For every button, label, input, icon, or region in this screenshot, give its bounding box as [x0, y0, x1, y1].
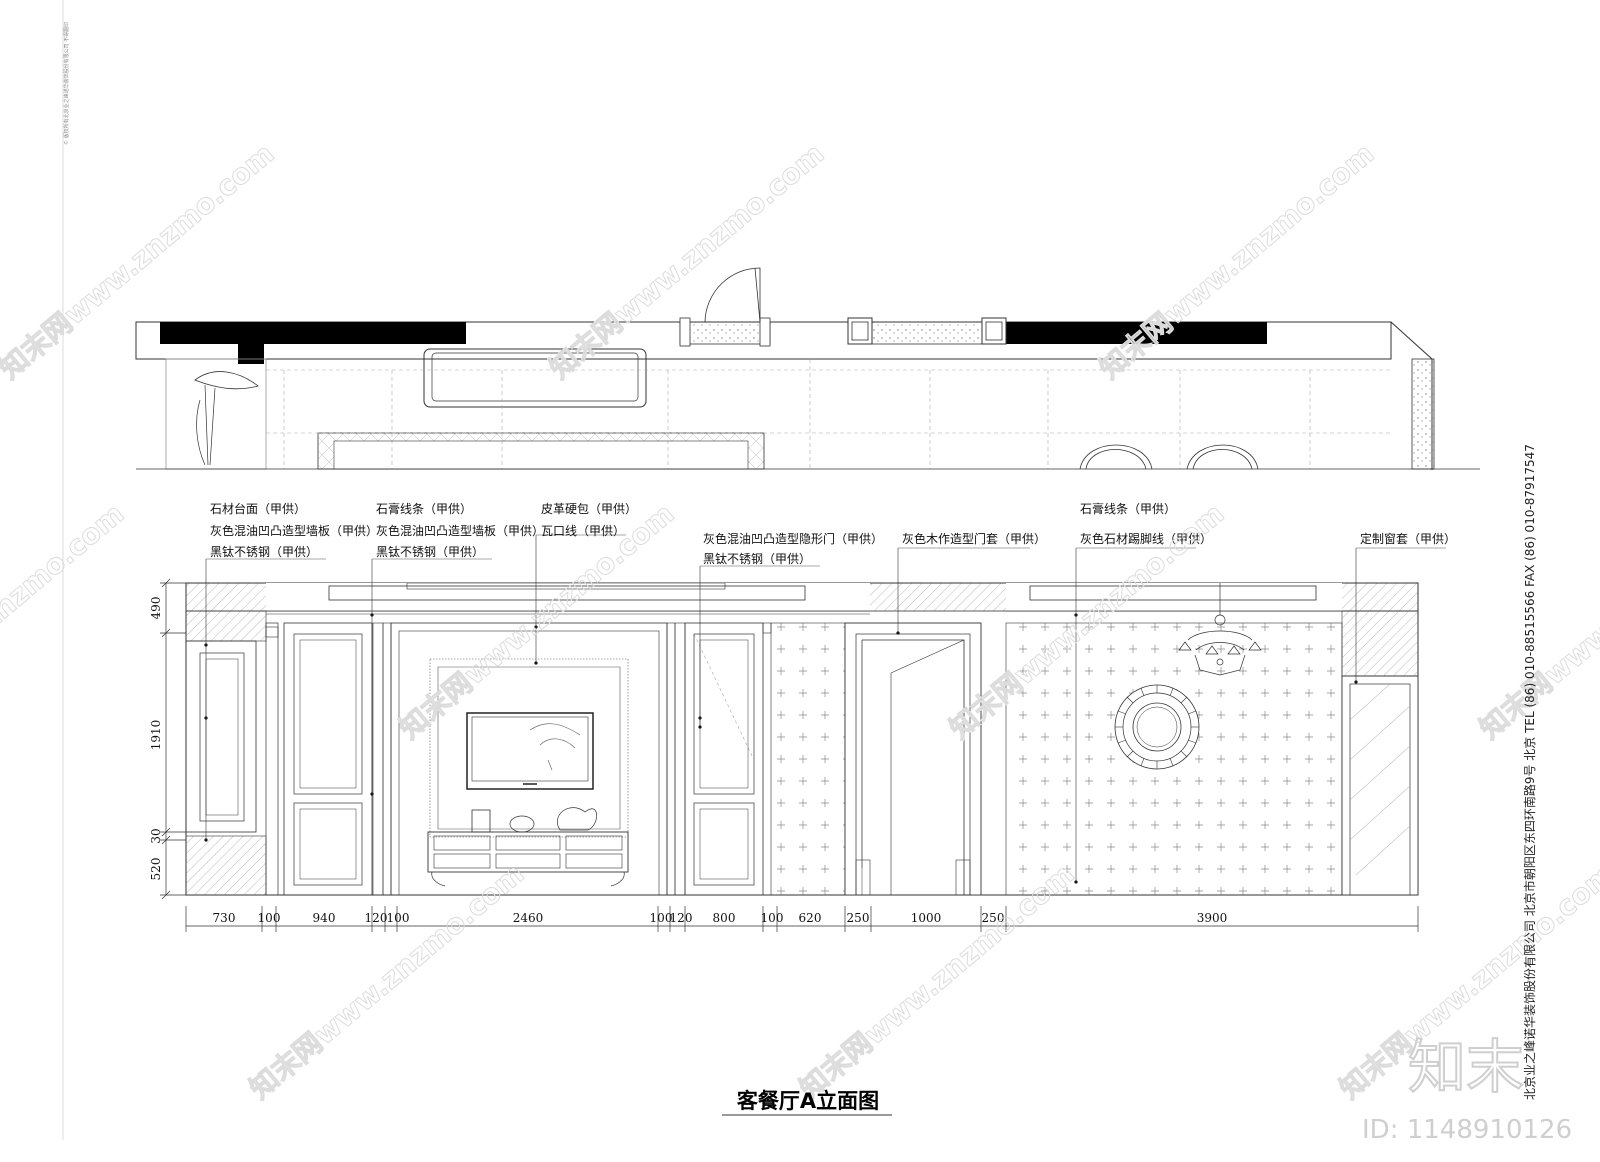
note-6-line-1: 石膏线条（甲供）	[1080, 501, 1176, 516]
tv-cabinet	[427, 831, 629, 873]
note-3-line-2: 瓦口线（甲供）	[541, 524, 625, 538]
hdim-15: 3900	[1197, 911, 1228, 925]
hdim-3: 940	[313, 911, 336, 925]
sunburst-mirror	[1114, 684, 1200, 770]
note-2-line-1: 石膏线条（甲供）	[376, 501, 472, 516]
plan-view	[135, 267, 1480, 470]
elevation-view	[185, 534, 1446, 896]
wall-block-left	[160, 322, 466, 344]
hdim-4: 120	[365, 911, 388, 925]
vdim-4: 520	[149, 858, 163, 881]
note-6-line-2: 灰色石材踢脚线（甲供）	[1080, 531, 1212, 546]
hdim-12: 250	[847, 911, 870, 925]
hdim-5: 100	[387, 911, 410, 925]
vdim-1: 490	[149, 597, 163, 620]
watermark: 知末网www.znzmo.com	[1093, 137, 1380, 385]
watermark: 知末网www.znzmo.com	[243, 857, 530, 1105]
door-casing	[844, 622, 982, 896]
horizontal-dimensions: 730 100 940 120 100 2460 100 120 800 100…	[185, 906, 1419, 932]
note-4-line-2: 黑钛不锈钢（甲供）	[703, 551, 811, 566]
hdim-13: 1000	[911, 911, 942, 925]
note-2-line-3: 黑钛不锈钢（甲供）	[376, 544, 484, 559]
hdim-8: 120	[670, 911, 693, 925]
door-swing	[704, 267, 761, 323]
note-1-line-2: 灰色混油凹凸造型墙板（甲供）	[210, 524, 378, 538]
note-1-line-3: 黑钛不锈钢（甲供）	[210, 544, 318, 559]
wall-panel-2	[283, 622, 373, 896]
note-2-line-2: 灰色混油凹凸造型墙板（甲供）	[376, 524, 544, 538]
brand-logo: 知末	[1408, 1033, 1524, 1101]
watermark: 知末网www.znzmo.com	[543, 137, 830, 385]
television	[466, 712, 594, 790]
hdim-9: 800	[713, 911, 736, 925]
hdim-7: 100	[650, 911, 673, 925]
window-casing	[1341, 675, 1419, 896]
drawing-title: 客餐厅A立面图	[737, 1089, 879, 1113]
hdim-14: 250	[982, 911, 1005, 925]
chandelier	[1178, 583, 1262, 676]
hdim-10: 100	[761, 911, 784, 925]
note-4-line-1: 灰色混油凹凸造型隐形门（甲供）	[703, 531, 883, 546]
watermark: 知末网www.znzmo.com	[0, 497, 130, 745]
hdim-2: 100	[258, 911, 281, 925]
wall-block-right	[1005, 322, 1267, 344]
note-1-line-1: 石材台面（甲供）	[210, 501, 306, 516]
hdim-6: 2460	[513, 911, 544, 925]
hdim-1: 730	[213, 911, 236, 925]
vertical-dimensions: 490 1910 30 520	[149, 578, 186, 900]
wall-panel-1	[185, 640, 257, 833]
note-5-line-1: 灰色木作造型门套（甲供）	[902, 531, 1046, 546]
company-info: 北京业之峰诺华装饰股份有限公司 北京市朝阳区东四环南路9号 北京 TEL (86…	[1522, 444, 1537, 1100]
wall-column	[238, 344, 264, 364]
material-notes: 石材台面（甲供） 灰色混油凹凸造型墙板（甲供） 黑钛不锈钢（甲供） 石膏线条（甲…	[210, 501, 1456, 566]
vdim-3: 30	[149, 828, 163, 843]
hidden-door	[684, 622, 764, 896]
vdim-2: 1910	[149, 720, 163, 751]
hdim-11: 620	[799, 911, 822, 925]
note-7-line-1: 定制窗套（甲供）	[1360, 531, 1456, 546]
copyright-note: © 版权所有北京业之峰诺华装饰股份有限公司 不得翻印	[63, 22, 70, 145]
note-3-line-1: 皮革硬包（甲供）	[541, 502, 637, 516]
id-label: ID: 1148910126	[1362, 1115, 1572, 1145]
